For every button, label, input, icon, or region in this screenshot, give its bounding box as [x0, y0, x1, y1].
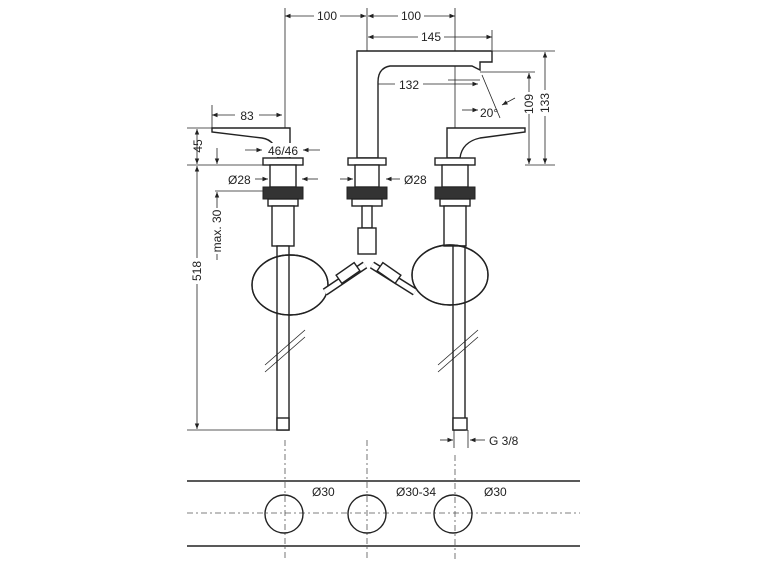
- hole-center: [347, 494, 387, 534]
- dim-spacing-left: 100: [317, 9, 337, 23]
- plan-hole-right: Ø30: [484, 485, 507, 499]
- dim-diameter-center: Ø28: [404, 173, 427, 187]
- dim-hose-length: 518: [190, 261, 204, 281]
- dim-spray-angle: 20°: [480, 106, 498, 120]
- right-valve: [434, 127, 526, 431]
- dim-handle-base: 46/46: [268, 144, 298, 158]
- dim-handle-height: 45: [191, 139, 205, 153]
- plan-hole-center: Ø30-34: [396, 485, 436, 499]
- dim-spacing-right: 100: [401, 9, 421, 23]
- dim-thread: G 3/8: [489, 434, 519, 448]
- hole-left: [264, 494, 304, 534]
- spout: [346, 50, 493, 255]
- dim-spout-height: 133: [538, 93, 552, 113]
- extension-lines: [187, 8, 555, 431]
- dim-diameter-left: Ø28: [228, 173, 251, 187]
- hole-right: [433, 494, 473, 534]
- dim-max-thickness: max. 30: [210, 209, 224, 252]
- plan-hole-left: Ø30: [312, 485, 335, 499]
- plan-view: [187, 440, 580, 560]
- dim-handle-length: 83: [240, 109, 254, 123]
- hoses: [251, 244, 489, 373]
- dim-spout-outlet: 132: [399, 78, 419, 92]
- dimension-labels: 100 100 145 132 20° 109 133 83 45 46/46 …: [190, 8, 552, 499]
- left-valve: [211, 127, 304, 431]
- dim-outlet-height: 109: [522, 94, 536, 114]
- dim-spout-reach: 145: [421, 30, 441, 44]
